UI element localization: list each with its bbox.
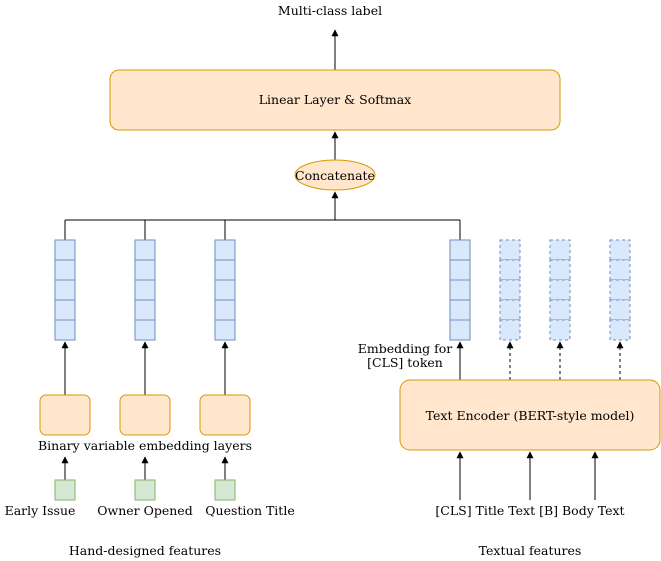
- embedding-vector-owner-opened: [134, 239, 156, 341]
- linear-layer-box: [109, 69, 561, 131]
- text-encoder-box: [399, 379, 661, 451]
- feature-label-early-issue: Early Issue: [5, 503, 76, 518]
- embedding-vector-early-issue: [54, 239, 76, 341]
- group-label-textual: Textual features: [479, 543, 582, 558]
- feature-square-early-issue: [54, 479, 76, 501]
- embedding-vector-token-4: [609, 239, 631, 341]
- feature-square-owner-opened: [134, 479, 156, 501]
- feature-label-owner-opened: Owner Opened: [97, 503, 192, 518]
- binary-embedding-layers-label: Binary variable embedding layers: [38, 438, 252, 453]
- linear-layer-label: Linear Layer & Softmax: [259, 92, 412, 107]
- cls-embedding-label-line1: Embedding for: [358, 341, 453, 356]
- concatenate-label: Concatenate: [295, 168, 375, 183]
- embedding-vector-token-2: [499, 239, 521, 341]
- embedding-vector-token-3: [549, 239, 571, 341]
- text-inputs-label: [CLS] Title Text [B] Body Text: [435, 503, 624, 518]
- cls-embedding-label-line2: [CLS] token: [367, 355, 443, 370]
- group-label-hand-designed: Hand-designed features: [69, 543, 221, 558]
- embedding-vector-cls: [449, 239, 471, 341]
- feature-label-question-title: Question Title: [205, 503, 294, 518]
- feature-square-question-title: [214, 479, 236, 501]
- binary-embedding-layer-early-issue: [39, 394, 91, 436]
- embedding-vector-question-title: [214, 239, 236, 341]
- output-label: Multi-class label: [278, 3, 382, 18]
- text-encoder-label: Text Encoder (BERT-style model): [426, 408, 635, 423]
- binary-embedding-layer-owner-opened: [119, 394, 171, 436]
- concatenate-node: [294, 159, 376, 191]
- binary-embedding-layer-question-title: [199, 394, 251, 436]
